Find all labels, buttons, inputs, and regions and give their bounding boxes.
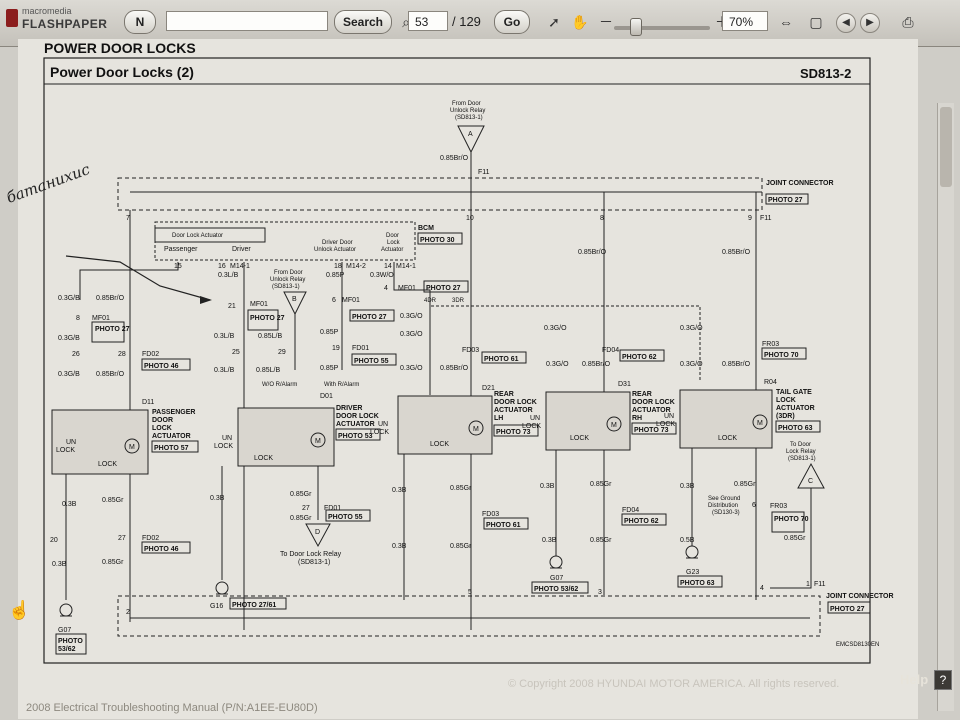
manual-caption: 2008 Electrical Troubleshooting Manual (… (26, 702, 318, 714)
help-link[interactable]: Help (900, 672, 929, 687)
fit-width-icon[interactable]: ⇔ (779, 14, 793, 30)
next-page-icon[interactable]: ▶ (860, 13, 880, 33)
search-button[interactable]: Search (334, 10, 392, 34)
zoom-slider[interactable] (614, 26, 710, 30)
copyright-text: © Copyright 2008 HYUNDAI MOTOR AMERICA. … (508, 678, 840, 690)
prev-page-icon[interactable]: ◀ (836, 13, 856, 33)
vertical-scrollbar[interactable] (937, 103, 954, 711)
flashpaper-logo: macromedia FLASHPAPER (6, 4, 108, 34)
help-question-icon[interactable]: ? (934, 670, 952, 690)
zoom-slider-thumb[interactable] (630, 18, 642, 36)
logo-small-text: macromedia (22, 6, 72, 16)
page-number-input[interactable]: 53 (408, 11, 448, 31)
viewer-footer: © Copyright 2008 HYUNDAI MOTOR AMERICA. … (0, 666, 960, 696)
search-icon[interactable]: ⌕ (402, 14, 410, 30)
logo-large-text: FLASHPAPER (22, 17, 108, 31)
zoom-value-input[interactable]: 70% (722, 11, 768, 31)
document-viewport[interactable] (0, 39, 960, 720)
fit-page-icon[interactable]: ▢ (809, 14, 823, 30)
print-icon[interactable]: ⎙ (902, 14, 914, 30)
page-total: / 129 (452, 14, 481, 29)
scrollbar-thumb[interactable] (940, 107, 952, 187)
hand-cursor-icon: ☝ (8, 600, 31, 620)
select-tool-icon[interactable]: ➚ (548, 14, 560, 30)
go-button[interactable]: Go (494, 10, 530, 34)
zoom-out-icon[interactable]: － (599, 14, 613, 30)
document-page (18, 39, 918, 719)
n-button[interactable]: N (124, 10, 156, 34)
pan-tool-icon[interactable]: ✋ (571, 14, 589, 30)
search-input[interactable] (166, 11, 328, 31)
flashpaper-logo-mark-icon (6, 9, 18, 27)
